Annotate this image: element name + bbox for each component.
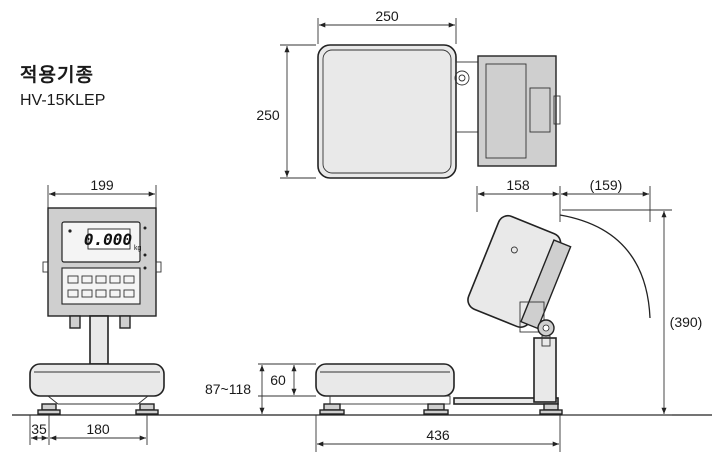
front-column [89,315,109,365]
dim-top-depth: 250 [256,107,280,123]
front-platter [29,363,165,397]
key [123,289,135,298]
keypad [61,267,141,305]
dim-top-width: 250 [375,8,399,24]
dim-total-height: (390) [670,314,703,330]
key [109,289,121,298]
key [81,289,93,298]
dim-foot-offset: 35 [31,421,47,437]
top-pivot [454,70,470,86]
key [109,275,121,284]
key [123,275,135,284]
swing-arc [559,214,651,319]
foot [37,409,61,415]
dim-side-length: 436 [426,427,450,443]
foot [423,409,449,415]
dim-front-width: 199 [90,177,114,193]
side-column [533,337,557,403]
foot [543,403,559,411]
key [81,275,93,284]
display-unit: kg [134,245,142,252]
key [95,289,107,298]
key [67,289,79,298]
foot [139,403,155,411]
section-title: 적용기종 [20,64,94,86]
side-view: 87~118 60 158 (159) [205,177,702,452]
front-view: 199 0.000 kg [29,177,165,445]
dim-head-depth: 158 [506,177,530,193]
key [67,275,79,284]
top-platter [317,44,457,179]
foot [427,403,445,411]
model-name: HV-15KLEP [20,92,106,109]
dim-platter-height: 60 [270,372,286,388]
foot [539,409,563,415]
foot [323,403,341,411]
foot [319,409,345,415]
foot [41,403,57,411]
dim-head-swing: (159) [590,177,623,193]
top-view: 250 250 [256,8,561,179]
key [95,275,107,284]
display-reading: 0.000 [84,230,132,249]
foot [135,409,159,415]
top-indicator-head [477,55,557,167]
dim-foot-span: 180 [86,421,110,437]
dim-height-range: 87~118 [205,381,251,397]
side-platter [315,363,455,397]
